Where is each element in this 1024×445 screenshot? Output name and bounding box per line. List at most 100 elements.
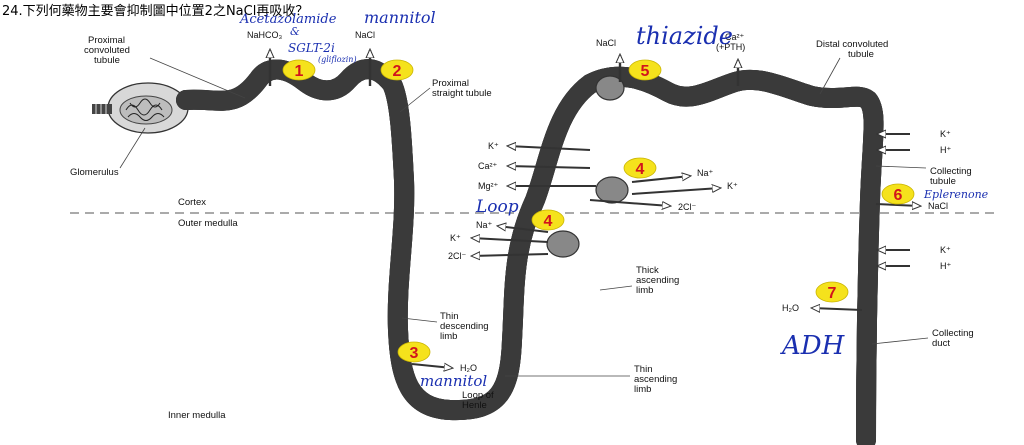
- arrow-h2o-7: [812, 308, 863, 310]
- arrow-tal-cl-right: [589, 199, 670, 206]
- ion-nahco3: NaHCO₃: [247, 30, 283, 40]
- arrow-tal-ca: [508, 166, 591, 168]
- inner-medulla-label: Inner medulla: [168, 410, 226, 421]
- svg-text:Loop of: Loop of: [462, 390, 494, 401]
- pst-label: Proximal straight tubule: [432, 78, 492, 99]
- svg-text:3: 3: [410, 345, 419, 362]
- svg-text:tubule: tubule: [94, 55, 120, 66]
- svg-text:tubule: tubule: [930, 176, 956, 187]
- hw-loop: Loop: [475, 197, 519, 217]
- site-badge-4-lower: 4: [531, 209, 565, 231]
- leader-collecting-duct: [871, 337, 929, 345]
- ion-ct-h1: H⁺: [940, 145, 951, 155]
- ion-ct-nacl: NaCl: [928, 201, 948, 211]
- svg-text:duct: duct: [932, 338, 950, 349]
- hw-amp: &: [290, 25, 300, 38]
- svg-text:limb: limb: [440, 331, 457, 342]
- hw-adh: ADH: [780, 331, 846, 361]
- ion-low-k: K⁺: [450, 233, 461, 243]
- dct-cell: [595, 75, 625, 101]
- svg-text:Proximal: Proximal: [432, 78, 469, 89]
- leader-dct: [819, 57, 841, 95]
- svg-text:Thin: Thin: [634, 364, 652, 375]
- leader-pct: [149, 57, 246, 99]
- ion-nacl-site2: NaCl: [355, 30, 375, 40]
- hw-thiazide: thiazide: [636, 22, 733, 50]
- hw-mannitol-bottom: mannitol: [420, 372, 487, 390]
- glomerulus-icon: [92, 82, 189, 134]
- ion-tal-cl-right: 2Cl⁻: [678, 202, 697, 212]
- svg-text:Proximal: Proximal: [88, 35, 125, 46]
- arrow-low-na: [498, 226, 549, 233]
- loop-of-henle-label: Loop of Henle: [462, 390, 494, 411]
- hw-eplerenone: Eplerenone: [923, 188, 989, 201]
- ion-tal-k-right: K⁺: [727, 181, 738, 191]
- ion-h2o-3: H₂O: [460, 363, 477, 373]
- svg-text:Thick: Thick: [636, 265, 659, 276]
- arrow-low-cl: [472, 254, 549, 256]
- svg-text:6: 6: [894, 187, 903, 204]
- ion-ct-k2: K⁺: [940, 245, 951, 255]
- site-badge-2: 2: [380, 59, 414, 81]
- leader-glomerulus: [119, 127, 146, 169]
- tal-upper-cell: [595, 176, 629, 204]
- tal-lower-cell: [546, 230, 580, 258]
- ion-tal-ca: Ca²⁺: [478, 161, 498, 171]
- leader-collecting-tubule: [875, 165, 927, 169]
- ion-low-na: Na⁺: [476, 220, 493, 230]
- ion-tal-na-right: Na⁺: [697, 168, 714, 178]
- svg-text:7: 7: [828, 285, 837, 302]
- site-badge-3: 3: [397, 341, 431, 363]
- svg-text:4: 4: [544, 213, 553, 230]
- outer-medulla-label: Outer medulla: [178, 218, 238, 229]
- ion-ca-site5: Ca²⁺: [725, 32, 745, 42]
- ion-h2o-7: H₂O: [782, 303, 799, 313]
- ion-ct-k1: K⁺: [940, 129, 951, 139]
- svg-text:ascending: ascending: [636, 275, 679, 286]
- collecting-duct-label: Collecting duct: [932, 328, 974, 349]
- question-text: 24.下列何藥物主要會抑制圖中位置2之NaCl再吸收？: [2, 4, 309, 19]
- svg-text:Collecting: Collecting: [932, 328, 974, 339]
- nephron-tubule: [176, 69, 874, 445]
- svg-text:straight tubule: straight tubule: [432, 88, 492, 99]
- collecting-tubule-label: Collecting tubule: [930, 166, 972, 187]
- ion-tal-mg: Mg²⁺: [478, 181, 498, 191]
- svg-text:Collecting: Collecting: [930, 166, 972, 177]
- arrow-low-k: [472, 238, 549, 242]
- svg-text:Henle: Henle: [462, 400, 487, 411]
- svg-text:5: 5: [641, 63, 650, 80]
- leader-pst: [399, 87, 431, 113]
- svg-text:descending: descending: [440, 321, 489, 332]
- svg-text:Thin: Thin: [440, 311, 458, 322]
- ion-nacl-site5: NaCl: [596, 38, 616, 48]
- svg-text:Distal convoluted: Distal convoluted: [816, 39, 888, 50]
- hw-acetazolamide: Acetazolamide: [239, 12, 337, 27]
- leader-thin-descending: [401, 317, 438, 323]
- svg-text:ascending: ascending: [634, 374, 677, 385]
- ion-ct-h2: H⁺: [940, 261, 951, 271]
- arrow-tal-k-right: [631, 188, 720, 195]
- leader-thick-ascending: [599, 285, 633, 291]
- svg-text:limb: limb: [636, 285, 653, 296]
- site-badge-1: 1: [282, 59, 316, 81]
- dct-label: Distal convoluted tubule: [816, 39, 888, 60]
- ion-tal-k: K⁺: [488, 141, 499, 151]
- thick-ascending-label: Thick ascending limb: [636, 265, 679, 296]
- arrow-h2o-3: [411, 364, 452, 368]
- site-badge-7: 7: [815, 281, 849, 303]
- arrow-tal-k: [508, 146, 591, 150]
- site-badge-5: 5: [628, 59, 662, 81]
- glomerulus-label: Glomerulus: [70, 167, 119, 178]
- ion-pth: (+PTH): [716, 42, 745, 52]
- arrow-tal-na: [631, 176, 690, 183]
- site-badge-4-upper: 4: [623, 157, 657, 179]
- svg-text:limb: limb: [634, 384, 651, 395]
- pct-label: Proximal convoluted tubule: [84, 35, 130, 66]
- hw-mannitol-top: mannitol: [364, 8, 436, 27]
- svg-text:2: 2: [393, 63, 402, 80]
- site-badge-6: 6: [881, 183, 915, 205]
- svg-text:tubule: tubule: [848, 49, 874, 60]
- cortex-label: Cortex: [178, 197, 206, 208]
- thin-descending-label: Thin descending limb: [440, 311, 489, 342]
